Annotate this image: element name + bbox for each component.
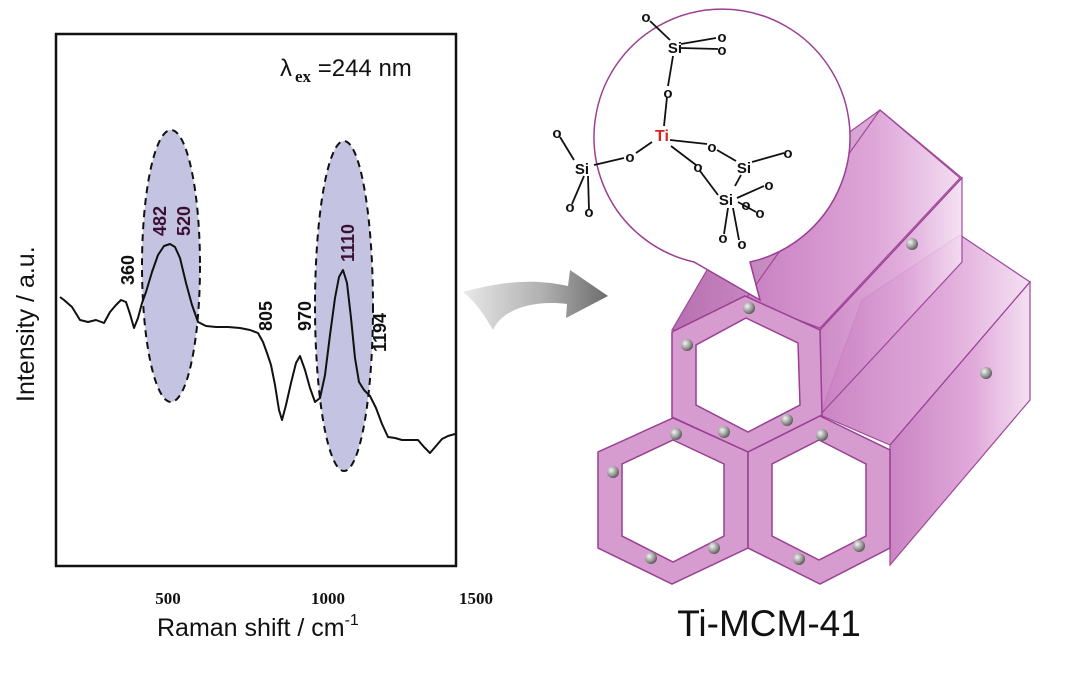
magnifier-bubble: o Si o o o Ti o o Si o o o Si o o Si o o…: [552, 8, 851, 302]
oxygen-atom: o: [552, 125, 561, 142]
curved-arrow: [463, 270, 608, 330]
highlight-ellipse-482-520: [141, 129, 201, 403]
oxygen-atom: o: [717, 29, 726, 46]
oxygen-atom: o: [584, 204, 593, 221]
y-axis-label: Intensity / a.u.: [12, 246, 40, 402]
plot-frame: [54, 32, 458, 568]
excitation-value: =244 nm: [311, 55, 412, 82]
titanium-atom: Ti: [655, 128, 669, 145]
oxygen-atom: o: [741, 197, 750, 214]
lambda-symbol: λ: [280, 55, 292, 82]
hexagon-top: [671, 295, 823, 453]
oxygen-atom: o: [693, 159, 702, 176]
oxygen-atom: o: [737, 236, 746, 253]
silicon-atom: Si: [719, 192, 733, 209]
ti-site-dots: [607, 238, 992, 565]
oxygen-atom: o: [783, 145, 792, 162]
hexagon-bottom-right: [747, 415, 891, 585]
magnifier-outline: [593, 8, 851, 302]
silicon-atom: Si: [737, 160, 751, 177]
peak-label-970: 970: [295, 301, 315, 331]
x-tick-1000: 1000: [311, 589, 345, 608]
x-axis-label-superscript: -1: [345, 612, 359, 629]
raman-spectrum-line: [59, 243, 456, 454]
mcm41-structure: Ti-MCM-41: [597, 109, 1031, 644]
excitation-subscript: ex: [295, 67, 312, 86]
x-tick-1500: 1500: [459, 589, 493, 608]
peak-label-1110: 1110: [338, 224, 358, 262]
peak-label-805: 805: [256, 301, 276, 331]
oxygen-atom: o: [641, 9, 650, 26]
x-axis-label-text: Raman shift / cm: [157, 614, 345, 642]
peak-label-482: 482: [150, 206, 170, 236]
hexagon-bottom-left: [597, 417, 749, 585]
structure-title: Ti-MCM-41: [677, 603, 861, 644]
x-tick-500: 500: [155, 589, 181, 608]
oxygen-atom: o: [565, 199, 574, 216]
oxygen-atom: o: [663, 85, 672, 102]
oxygen-atom: o: [707, 139, 716, 156]
molecule-atoms: o Si o o o Ti o o Si o o o Si o o Si o o…: [552, 9, 792, 253]
oxygen-atom: o: [717, 42, 726, 59]
peak-label-520: 520: [174, 206, 194, 236]
molecule-bonds: [559, 20, 785, 241]
highlight-ellipse-1110: [314, 140, 374, 472]
x-axis-label: Raman shift / cm-1: [157, 612, 359, 642]
peak-label-1194: 1194: [370, 313, 390, 352]
oxygen-atom: o: [625, 149, 634, 166]
oxygen-atom: o: [755, 205, 764, 222]
oxygen-atom: o: [718, 230, 727, 247]
peak-label-360: 360: [118, 255, 138, 285]
silicon-atom: Si: [668, 40, 682, 57]
oxygen-atom: o: [764, 177, 773, 194]
silicon-atom: Si: [575, 161, 589, 178]
